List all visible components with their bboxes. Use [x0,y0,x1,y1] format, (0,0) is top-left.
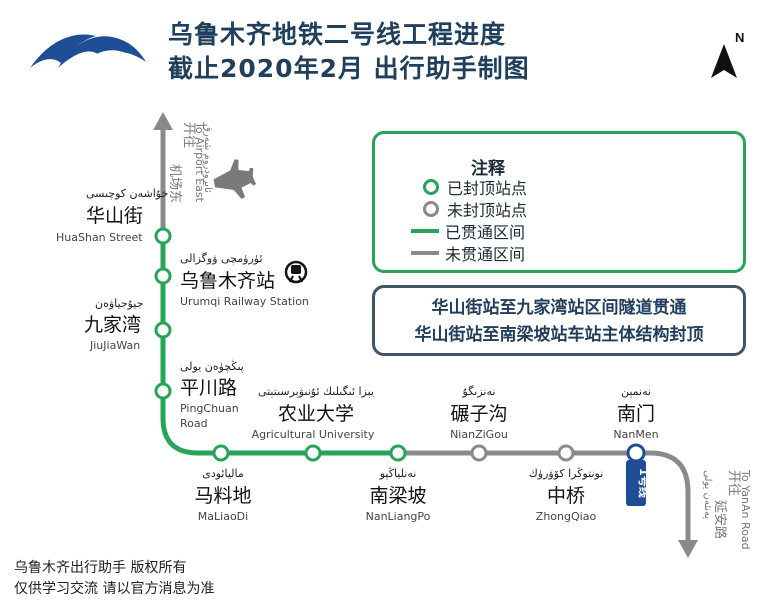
station-dot-pingchuan-road [154,382,172,400]
legend-label: 已封顶站点 [447,179,528,198]
direction-north-en: To Airport East [193,121,206,203]
station-cn: 马料地 [194,485,251,507]
legend-label: 未封顶站点 [447,201,528,220]
station-en: MaLiaoDi [198,510,248,523]
station-uyghur: ئۈرۈمچى ۋوگزالى [180,252,263,265]
logo-mountains [30,34,146,68]
station-dot-agricultural-university [304,444,322,462]
footer-line-1: 乌鲁木齐出行助手 版权所有 [14,560,187,576]
station-cn: 南门 [617,403,655,425]
station-cn: 农业大学 [278,403,354,425]
airplane-icon [213,159,257,199]
footer-line-2: 仅供学习交流 请以官方消息为准 [14,581,215,597]
station-en: JiuJiaWan [89,339,140,352]
page-title: 乌鲁木齐地铁二号线工程进度 截止2020年2月 出行助手制图 [168,18,530,86]
station-uyghur: نونتوڭرا كۆۋرۈك [529,467,604,480]
station-cn: 乌鲁木齐站 [180,270,275,292]
station-en: HuaShan Street [56,231,143,244]
direction-north-cn1: 开往 [181,122,196,148]
station-uyghur: نەنزىگۇ [462,385,496,398]
direction-north: To Airport East 开往 机场东 ئايرودروم شەرق [167,121,213,203]
station-dot-urumqi-station [154,267,172,285]
notice-line-1: 华山街站至九家湾站区间隧道贯通 [431,298,687,318]
station-cn: 南梁坡 [369,485,426,507]
station-dot-nanliangpo [389,444,407,462]
legend-label: 未贯通区间 [445,245,526,264]
station-cn: 平川路 [180,377,237,399]
legend-row-unconnected: 未贯通区间 [411,242,525,264]
title-line-2: 截止2020年2月 出行助手制图 [168,54,530,83]
station-en: NanMen [613,428,658,441]
station-labels: خۇاشەن كوچىسى 华山街 HuaShan Street ئۈرۈمچى… [56,187,659,523]
direction-south-cn2: 延安路 [712,500,728,539]
station-cn: 九家湾 [84,314,141,336]
direction-north-cn2: 机场东 [167,164,182,203]
notice-line-2: 华山街站至南梁坡站车站主体结构封顶 [414,325,704,345]
station-dot-jiujiawan [154,321,172,339]
direction-south-en: To YanAn Road [739,469,752,550]
station-uyghur: نەنلياڭپو [379,467,417,480]
direction-south: To YanAn Road 开往 延安路 يەنئەن يولى [702,469,752,550]
station-uyghur: خۇاشەن كوچىسى [86,187,168,200]
station-uyghur: جيۇجياۋەن [95,297,143,310]
progress-notice: 华山街站至九家湾站区间隧道贯通 华山街站至南梁坡站车站主体结构封顶 [372,285,746,356]
station-dot-zhongqiao [557,444,575,462]
railway-station-icon [284,260,308,284]
north-arrow-icon [711,44,737,78]
legend-row-connected: 已贯通区间 [411,220,525,242]
legend-row-uncapped: 未封顶站点 [421,198,527,220]
line1-badge-text: 1号线 [637,468,651,498]
direction-south-uyghur: يەنئەن يولى [702,470,713,519]
station-uyghur: ماليائودى [202,467,244,480]
track [153,112,698,558]
station-cn: 华山街 [86,205,143,227]
line1-transfer-badge: 1号线 [626,460,651,506]
direction-north-uyghur: ئايرودروم شەرق [202,124,213,193]
grey-line-icon [411,251,439,255]
station-en: Agricultural University [252,428,375,441]
station-dot-nanmen [626,443,646,463]
station-dot-huashan-street [154,227,172,245]
station-en-line2: Road [180,417,208,430]
station-en: PingChuan [180,402,239,415]
station-uyghur: يېزا ئىگىلىك ئۇنىۋېرسىتېتى [258,385,374,398]
legend-row-capped: 已封顶站点 [421,176,527,198]
station-uyghur: نەنمېن [621,385,651,398]
footer-copyright: 乌鲁木齐出行助手 版权所有 仅供学习交流 请以官方消息为准 [14,558,214,600]
station-cn: 碾子沟 [450,403,507,425]
title-line-1: 乌鲁木齐地铁二号线工程进度 [168,20,507,49]
legend-label: 已贯通区间 [445,223,526,242]
direction-south-cn1: 开往 [726,470,741,496]
station-dot-maliaodi [212,444,230,462]
green-station-dot-icon [423,179,439,195]
station-dots [154,227,646,463]
station-en: ZhongQiao [536,510,597,523]
north-label: N [735,30,744,45]
legend-title: 注释 [471,159,505,179]
station-en: NianZiGou [450,428,508,441]
green-line-icon [411,229,439,233]
legend-box: 注释 已封顶站点 未封顶站点 已贯通区间 未贯通区间 [372,131,746,273]
station-en: NanLiangPo [366,510,431,523]
station-uyghur: پىڭچۈەن يولى [180,360,244,373]
station-dot-nianzigou [470,444,488,462]
station-en: Urumqi Railway Station [180,295,309,308]
station-cn: 中桥 [547,485,585,507]
grey-station-dot-icon [423,201,439,217]
